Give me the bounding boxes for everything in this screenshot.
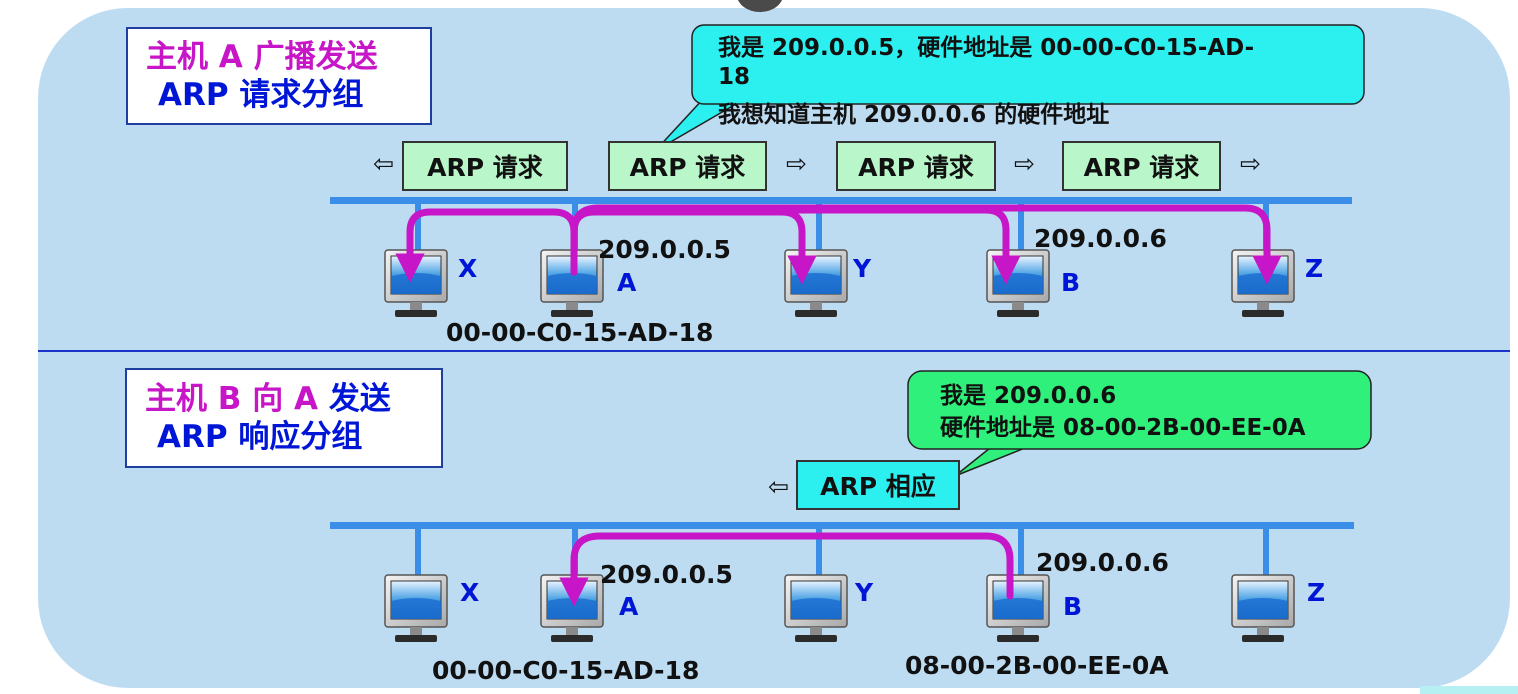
- computer-monitor-icon: [384, 574, 448, 643]
- title-broadcast: 广播发送: [253, 39, 378, 75]
- request-callout-line3: 我想知道主机 209.0.0.6 的硬件地址: [718, 102, 1110, 128]
- top-bus-line: [330, 197, 1352, 204]
- request-packet: ARP 请求: [402, 141, 568, 191]
- computer-monitor-icon: [986, 249, 1050, 318]
- right-arrow-icon: ⇨: [1240, 149, 1261, 178]
- request-packet: ARP 请求: [836, 141, 996, 191]
- bottom-drop-b: [1018, 529, 1024, 575]
- host-label-b: B: [1063, 592, 1083, 621]
- host-label-b: B: [1061, 268, 1081, 297]
- request-callout-line1: 我是 209.0.0.5，硬件地址是 00-00-C0-15-AD-: [718, 35, 1255, 61]
- title-arp-request: ARP 请求分组: [158, 77, 364, 113]
- right-arrow-icon: ⇨: [1014, 149, 1035, 178]
- left-arrow-icon: ⇦: [373, 149, 394, 178]
- computer-monitor-icon: [1231, 249, 1295, 318]
- request-packet: ARP 请求: [1062, 141, 1221, 191]
- bottom-bus-line: [330, 522, 1354, 529]
- response-title-box: 主机 B 向 A 发送 ARP 响应分组: [125, 368, 443, 468]
- top-drop-b: [1018, 204, 1024, 250]
- top-network: [330, 24, 1365, 318]
- top-knob-decoration: [737, 0, 783, 12]
- computer-monitor-icon: [384, 249, 448, 318]
- title-send: 发送: [328, 381, 391, 417]
- mac-address-b: 08-00-2B-00-EE-0A: [905, 651, 1169, 680]
- ip-address-b: 209.0.0.6: [1034, 224, 1167, 253]
- left-arrow-icon: ⇦: [768, 472, 789, 501]
- flow-arrow-b-to-a: [559, 532, 1014, 607]
- ip-address-a: 209.0.0.5: [600, 560, 733, 589]
- top-drop-x: [415, 204, 421, 250]
- section-divider: [38, 350, 1510, 352]
- host-label-y: Y: [853, 254, 872, 283]
- title-host-b: 主机 B: [145, 381, 242, 417]
- top-drop-y: [816, 204, 822, 250]
- request-callout-bubble: [691, 24, 1365, 105]
- title-arp-response: ARP 响应分组: [157, 419, 363, 455]
- request-title-box: 主机 A 广播发送 ARP 请求分组: [126, 27, 432, 125]
- response-callout-line1: 我是 209.0.0.6: [940, 383, 1117, 409]
- bottom-drop-x: [415, 529, 421, 575]
- request-packet: ARP 请求: [608, 141, 767, 191]
- broadcast-flow-arrows: [395, 204, 1282, 285]
- right-arrow-icon: ⇨: [786, 149, 807, 178]
- title-host-a: 主机 A: [146, 39, 243, 75]
- mac-address-a: 00-00-C0-15-AD-18: [446, 318, 714, 347]
- host-label-a: A: [619, 592, 639, 621]
- bottom-drop-y: [816, 529, 822, 575]
- corner-decoration: [1420, 686, 1518, 694]
- computer-monitor-icon: [1231, 574, 1295, 643]
- title-host-a-target: A: [294, 381, 319, 417]
- ip-address-a: 209.0.0.5: [598, 235, 731, 264]
- host-label-z: Z: [1307, 578, 1326, 607]
- bottom-network: [330, 370, 1372, 643]
- computer-monitor-icon: [986, 574, 1050, 643]
- host-label-a: A: [617, 268, 637, 297]
- title-to: 向: [252, 381, 284, 417]
- response-packet: ARP 相应: [796, 460, 960, 510]
- computer-monitor-icon: [784, 249, 848, 318]
- host-label-z: Z: [1305, 254, 1324, 283]
- host-label-y: Y: [855, 578, 874, 607]
- host-label-x: X: [458, 254, 478, 283]
- flow-arrow-a-to-z: [570, 204, 1282, 285]
- bottom-drop-z: [1263, 529, 1269, 575]
- response-callout-bubble: [907, 370, 1372, 450]
- ip-address-b: 209.0.0.6: [1036, 548, 1169, 577]
- mac-address-a: 00-00-C0-15-AD-18: [432, 656, 700, 685]
- host-label-x: X: [460, 578, 480, 607]
- computer-monitor-icon: [784, 574, 848, 643]
- response-callout-line2: 硬件地址是 08-00-2B-00-EE-0A: [940, 415, 1306, 441]
- request-callout-line2: 18: [718, 64, 751, 90]
